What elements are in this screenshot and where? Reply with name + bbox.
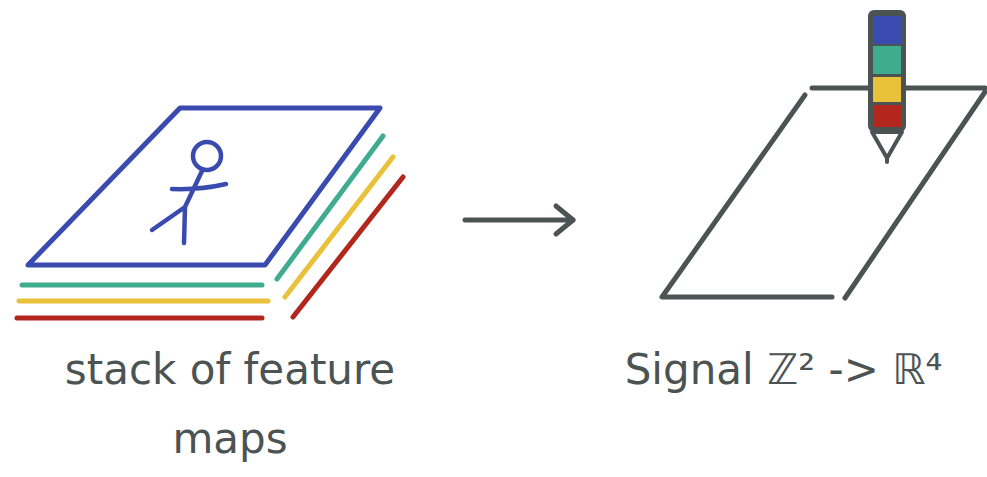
red-layer xyxy=(17,177,403,318)
pen xyxy=(870,12,904,162)
stick-figure xyxy=(152,142,226,243)
yellow-layer xyxy=(19,157,393,301)
node-label-text: Signal ℤ² -> ℝ⁴ xyxy=(625,345,943,394)
signal-plane xyxy=(662,88,985,298)
node-label: stack of feature maps xyxy=(5,335,455,474)
blue-layer xyxy=(28,108,380,265)
feature-node: stack of feature maps xyxy=(5,100,455,476)
node-label: Signal ℤ² -> ℝ⁴ xyxy=(585,335,982,404)
arrow-connector xyxy=(465,206,573,234)
node-label-text: stack of feature maps xyxy=(65,345,395,463)
feature-node: Signal ℤ² -> ℝ⁴ xyxy=(585,0,982,407)
